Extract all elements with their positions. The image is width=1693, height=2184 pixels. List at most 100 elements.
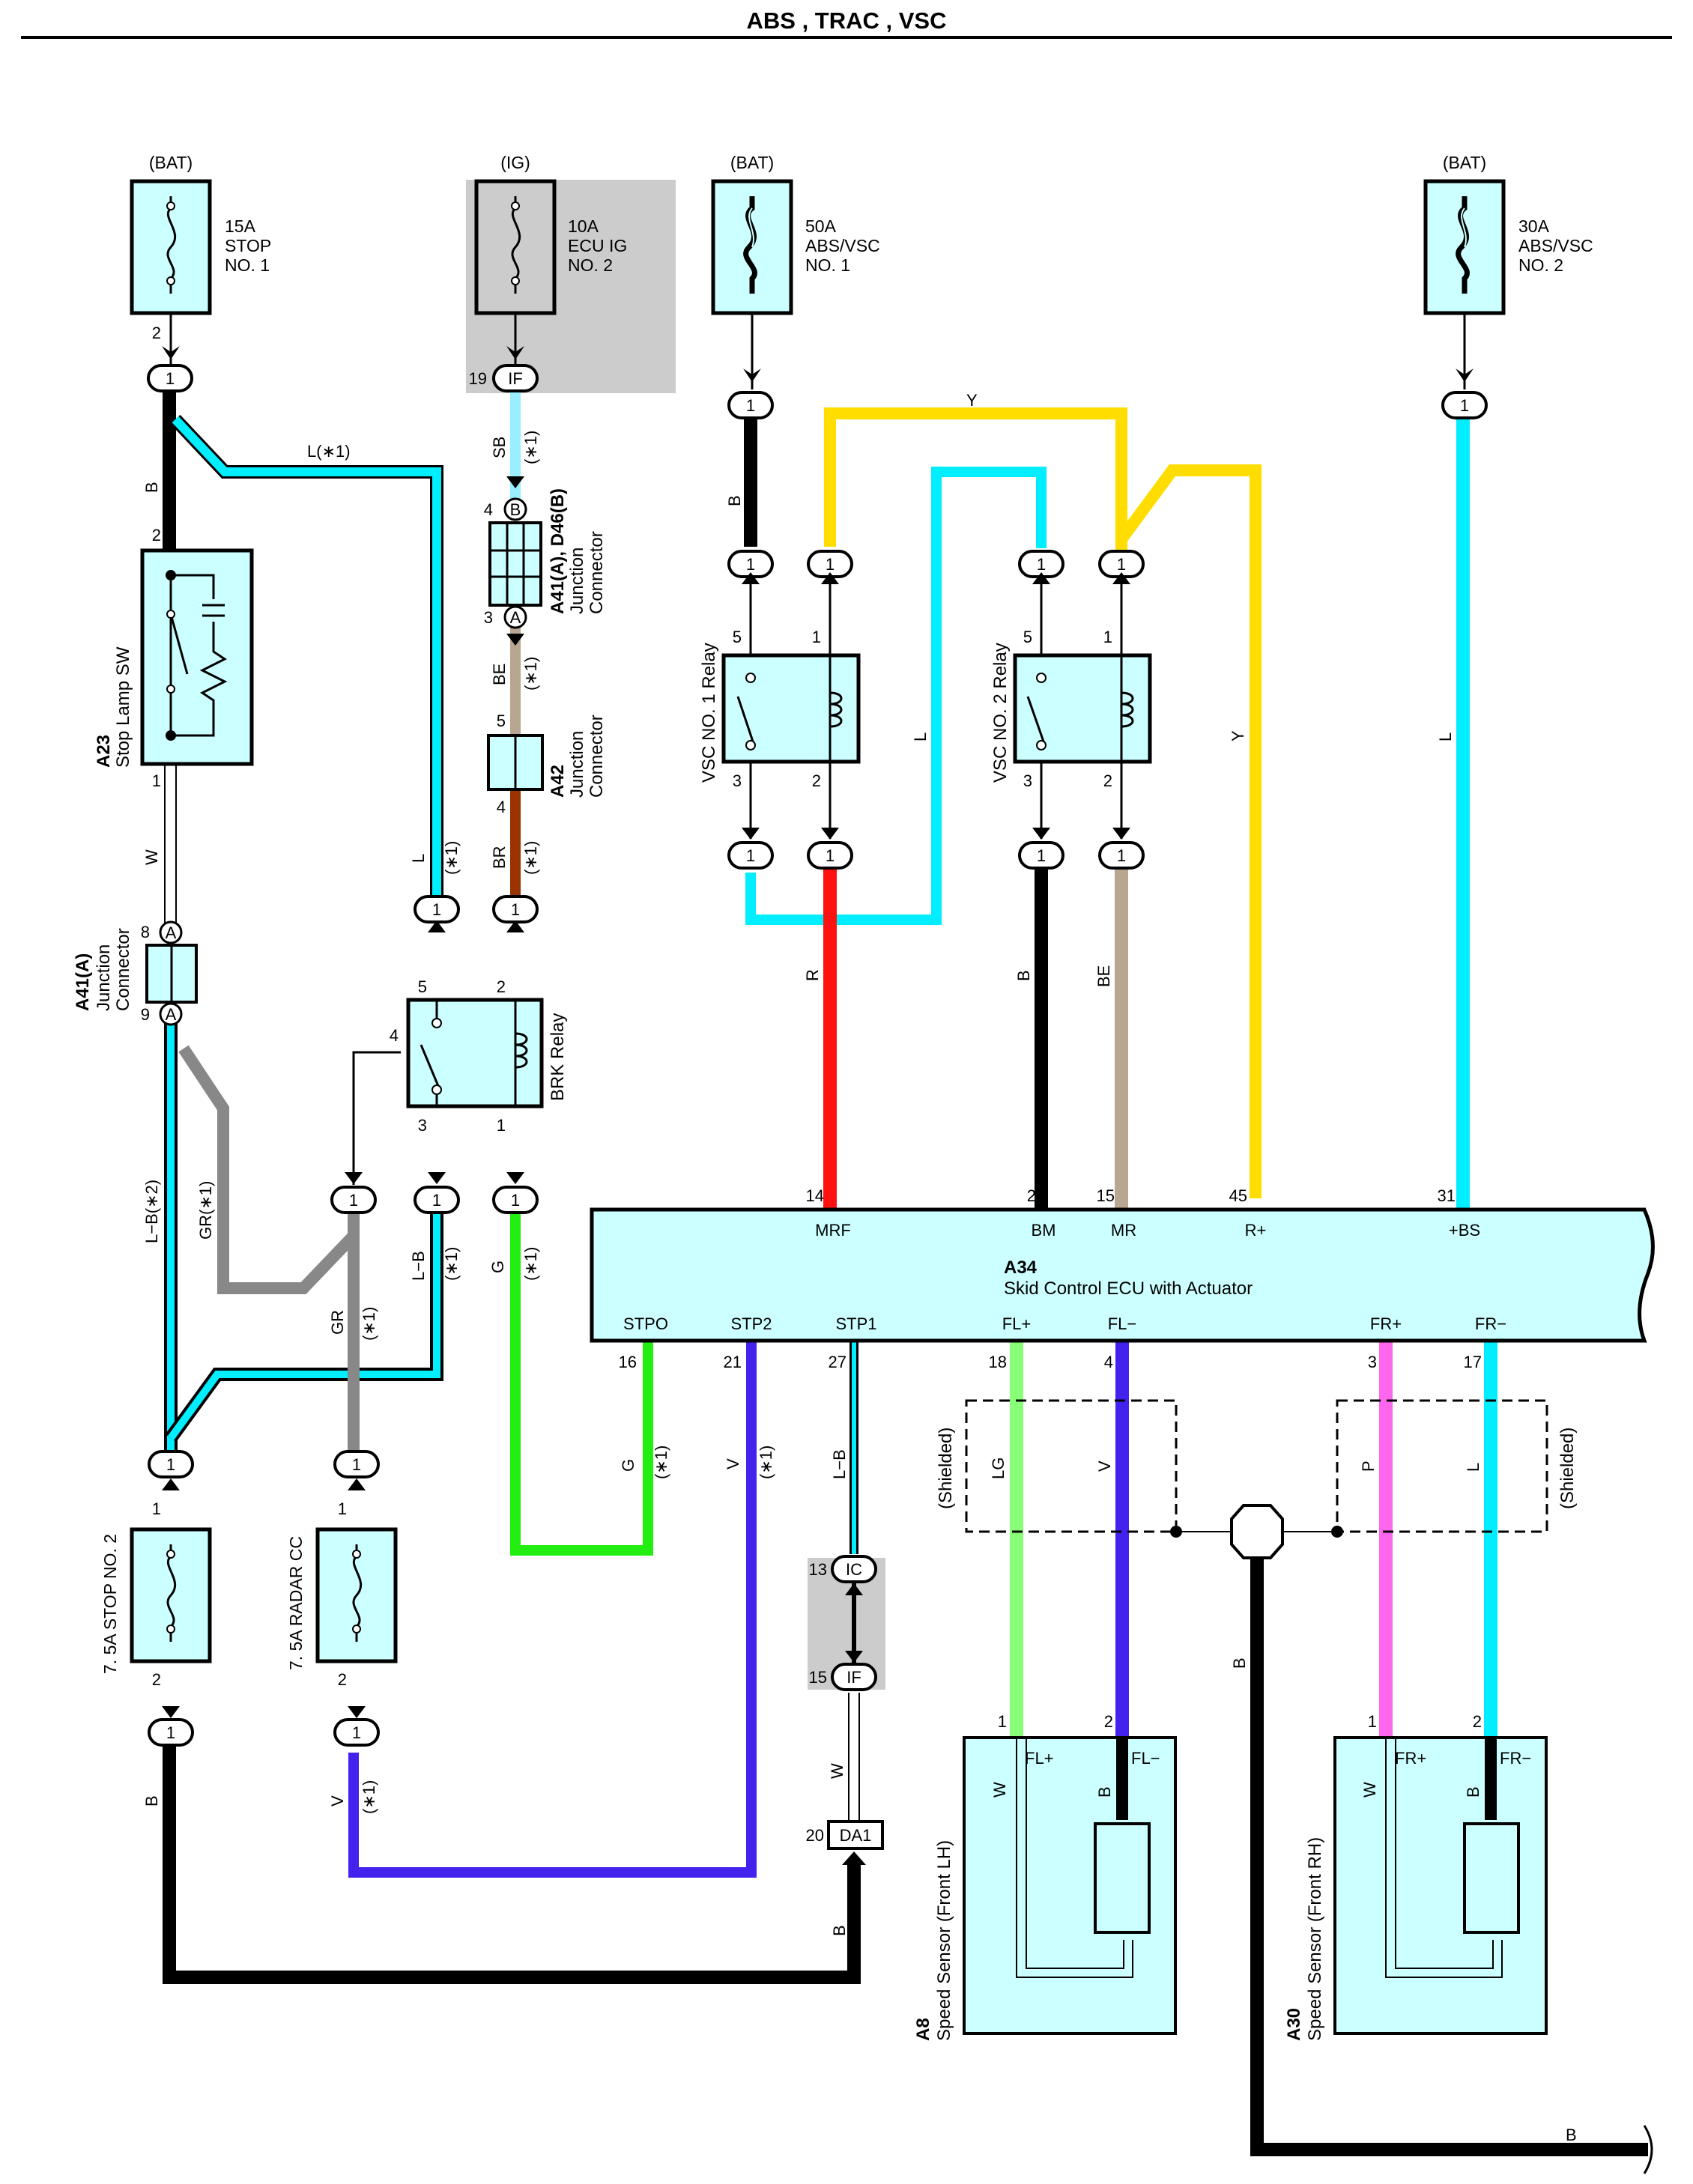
svg-text:L: L [409,854,428,863]
svg-text:4: 4 [497,798,506,816]
fuse-stop2-label: 7. 5A STOP NO. 2 [100,1534,120,1674]
svg-text:8: 8 [141,923,150,941]
pin-numbers: 2 2 1 8 9 4 3 5 4 5 2 4 3 1 5 1 3 2 5 1 … [141,324,1482,1731]
svg-text:1: 1 [152,771,161,790]
fuse-ecuig2-name: ECU IG [568,236,627,255]
svg-text:19: 19 [469,369,487,388]
svg-text:1: 1 [166,1455,175,1474]
svg-text:1: 1 [1103,628,1112,646]
a8-code: A8 [913,2018,933,2041]
svg-text:2: 2 [1473,1712,1482,1731]
svg-text:BR: BR [490,846,509,869]
svg-text:1: 1 [152,1499,161,1518]
fuse-radarcc [315,1527,398,1663]
svg-text:1: 1 [1037,846,1046,865]
power-bat-3: (BAT) [1443,153,1486,172]
a42-code: A42 [548,765,568,798]
svg-text:1: 1 [352,1455,361,1474]
ecu-term-stp2: STP2 [730,1314,772,1333]
wire-brk-pin4 [352,1051,401,1185]
svg-text:15: 15 [809,1668,827,1687]
fuse-ecuig2 [474,179,557,367]
vsc1-relay [721,653,861,764]
ecu-pin-21: 21 [724,1353,742,1371]
svg-text:2: 2 [497,977,506,996]
svg-text:GR(∗1): GR(∗1) [196,1181,215,1240]
svg-text:SB: SB [490,437,509,458]
svg-text:4: 4 [484,500,493,519]
a41a-code: A41(A) [73,953,93,1011]
a41a-junction-connector [145,920,198,1026]
svg-text:3: 3 [1023,771,1032,790]
svg-text:L−B: L−B [830,1449,849,1479]
ecu-term-flminus: FL− [1108,1314,1137,1333]
a41ad46b-name1: Junction [567,547,587,614]
a41a-name1: Junction [94,944,114,1011]
a30-speed-sensor-fr [1333,1736,1548,2035]
svg-text:1: 1 [812,628,821,646]
svg-text:G: G [488,1261,507,1273]
ecu-term-stp1: STP1 [835,1314,876,1333]
svg-text:5: 5 [418,977,427,996]
svg-text:2: 2 [1104,1712,1113,1731]
svg-text:20: 20 [806,1826,824,1845]
svg-text:2: 2 [152,324,161,342]
a41ad46b-code: A41(A), D46(B) [548,488,568,614]
svg-text:G: G [619,1459,637,1472]
fuse-stop2 [130,1527,212,1663]
svg-text:1: 1 [746,846,755,865]
ecu-pin-14: 14 [806,1186,824,1205]
shielded-label-right: (Shielded) [1557,1428,1578,1509]
svg-text:1: 1 [1117,846,1126,865]
svg-text:(∗1): (∗1) [521,431,540,464]
wire-v-stp2 [348,1341,757,1878]
svg-text:1: 1 [497,1116,506,1135]
svg-text:2: 2 [152,1670,161,1689]
arrows [162,476,1130,1865]
svg-text:1: 1 [746,396,755,415]
ecu-pin-2: 2 [1027,1186,1036,1205]
svg-text:2: 2 [812,771,821,790]
svg-text:(∗1): (∗1) [360,1307,378,1341]
svg-text:(∗1): (∗1) [360,1780,378,1814]
svg-text:(∗1): (∗1) [442,1247,461,1281]
ecu-term-mr: MR [1111,1221,1136,1240]
connector-b: B [510,500,521,519]
svg-text:1: 1 [1460,396,1469,415]
vsc2-relay-label: VSC NO. 2 Relay [990,643,1011,783]
svg-text:V: V [724,1458,742,1469]
svg-text:GR: GR [328,1310,347,1335]
ecu-pin-18: 18 [989,1353,1007,1371]
svg-text:B: B [1464,1786,1482,1798]
connector-ic: IC [846,1560,862,1579]
a41a-d46b-junction-connector [488,497,542,629]
a30-code: A30 [1284,2008,1304,2041]
sensor-term-flminus: FL− [1131,1749,1160,1768]
wire-gr-star1 [178,1045,358,1294]
svg-text:B: B [1095,1786,1114,1798]
a8-name: Speed Sensor (Front LH) [934,1840,954,2041]
svg-text:1: 1 [746,555,755,574]
svg-text:L(∗1): L(∗1) [307,442,351,461]
svg-text:L−B: L−B [409,1251,428,1281]
svg-text:B: B [142,1795,161,1807]
ecu-pin-31: 31 [1438,1186,1456,1205]
brk-relay-label: BRK Relay [548,1013,568,1101]
shields [965,1399,1548,1533]
svg-text:(∗1): (∗1) [521,657,540,691]
svg-text:5: 5 [1023,628,1032,646]
connector-a-bottom: A [166,1005,177,1024]
svg-text:L: L [911,732,930,741]
a42-name1: Junction [567,731,587,798]
svg-text:13: 13 [809,1560,827,1579]
a23-stop-lamp-switch [140,548,254,766]
ecu-pin-27: 27 [829,1353,846,1371]
a23-code: A23 [94,735,114,768]
svg-text:R: R [803,969,822,981]
svg-text:4: 4 [390,1026,399,1045]
svg-text:BE: BE [490,664,509,685]
svg-text:BE: BE [1094,965,1113,987]
svg-text:9: 9 [141,1005,150,1024]
sensor-term-flplus: FL+ [1025,1749,1054,1768]
svg-text:B: B [142,482,161,493]
